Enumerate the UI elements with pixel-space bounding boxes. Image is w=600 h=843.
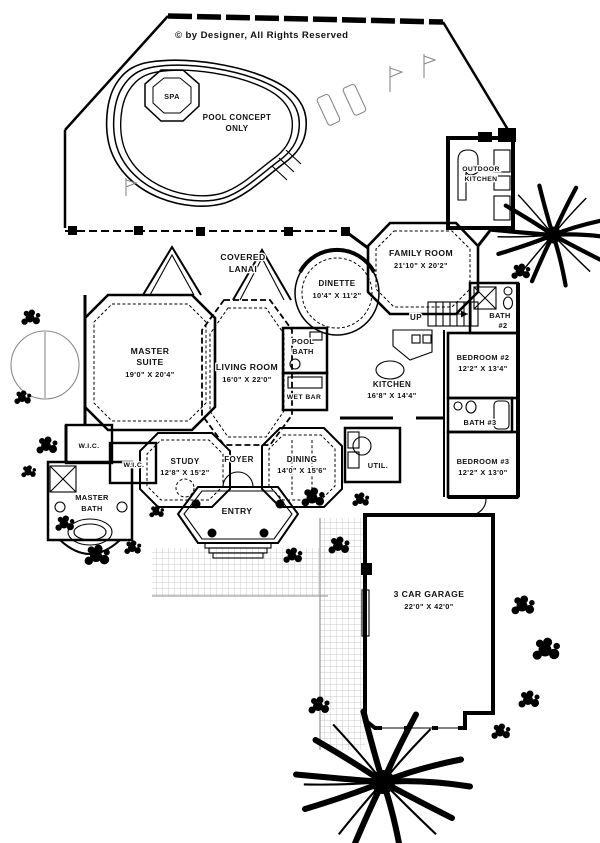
lanai-bay-windows (142, 245, 292, 301)
label-master-suite-1: MASTER (131, 346, 170, 356)
exterior-walls (64, 283, 520, 499)
label-bath2-2: #2 (498, 321, 507, 330)
label-bath2-1: BATH (489, 311, 511, 320)
label-kitchen-dims: 16'8" X 14'4" (367, 391, 417, 400)
landscaping (10, 176, 600, 843)
label-dinette-dims: 10'4" X 11'2" (312, 291, 361, 300)
label-pool-bath-2: BATH (292, 347, 314, 356)
label-util: UTIL. (368, 461, 388, 470)
label-master-bath-1: MASTER (75, 493, 109, 502)
label-living-room-dims: 16'0" X 22'0" (222, 375, 272, 384)
room-kitchen (340, 329, 445, 420)
stairs-up (427, 301, 479, 327)
label-dinette: DINETTE (318, 279, 355, 288)
label-dining: DINING (287, 455, 317, 464)
label-pool-1: POOL CONCEPT (203, 113, 272, 122)
room-util (343, 426, 402, 484)
label-kitchen: KITCHEN (373, 380, 411, 389)
label-study: STUDY (170, 457, 199, 466)
spa (144, 69, 200, 122)
label-foyer: FOYER (224, 455, 254, 464)
label-garage-dims: 22'0" X 42'0" (404, 602, 454, 611)
label-outdoor-kitchen-1: OUTDOOR (462, 166, 500, 173)
label-bedroom3-dims: 12'2" X 13'0" (458, 468, 508, 477)
label-lanai-1: COVERED (220, 252, 265, 262)
label-study-dims: 12'8" X 15'2" (160, 468, 210, 477)
label-outdoor-kitchen-2: KITCHEN (464, 176, 497, 183)
label-lanai-2: LANAI (229, 264, 257, 274)
label-pool-bath-1: POOL (292, 337, 315, 346)
pool-loungers (125, 54, 437, 196)
label-wic1: W.I.C. (79, 443, 100, 450)
label-spa: SPA (164, 92, 180, 101)
label-bath3: BATH #3 (463, 418, 496, 427)
label-pool-2: ONLY (225, 124, 248, 133)
label-wet-bar: WET BAR (287, 394, 322, 401)
entry-porch (176, 486, 300, 559)
room-living (201, 299, 293, 446)
copyright-text: © by Designer, All Rights Reserved (175, 30, 348, 41)
label-entry: ENTRY (222, 506, 253, 516)
room-master-bath (46, 460, 134, 555)
foyer-door-arcs (222, 471, 254, 488)
room-outdoor-kitchen (446, 136, 515, 230)
pool (105, 59, 308, 207)
label-master-bath-2: BATH (81, 504, 103, 513)
room-garage (361, 498, 495, 732)
label-living-room: LIVING ROOM (216, 362, 278, 372)
label-wic2: W.I.C. (124, 462, 145, 469)
label-master-suite-dims: 19'0" X 20'4" (125, 370, 175, 379)
label-up: UP (410, 313, 422, 322)
label-bedroom3: BEDROOM #3 (457, 457, 510, 466)
label-master-suite-2: SUITE (136, 357, 163, 367)
label-dining-dims: 14'0" X 15'6" (277, 466, 327, 475)
label-garage: 3 CAR GARAGE (394, 589, 465, 599)
room-dinette (294, 247, 380, 336)
label-bedroom2-dims: 12'2" X 13'4" (458, 364, 508, 373)
room-study (139, 432, 231, 508)
room-wet-bar (281, 371, 329, 412)
label-family-room-dims: 21'10" X 20'2" (394, 261, 448, 270)
label-family-room: FAMILY ROOM (389, 248, 453, 258)
label-bedroom2: BEDROOM #2 (457, 353, 510, 362)
labels: © by Designer, All Rights Reserved SPA P… (74, 30, 512, 612)
